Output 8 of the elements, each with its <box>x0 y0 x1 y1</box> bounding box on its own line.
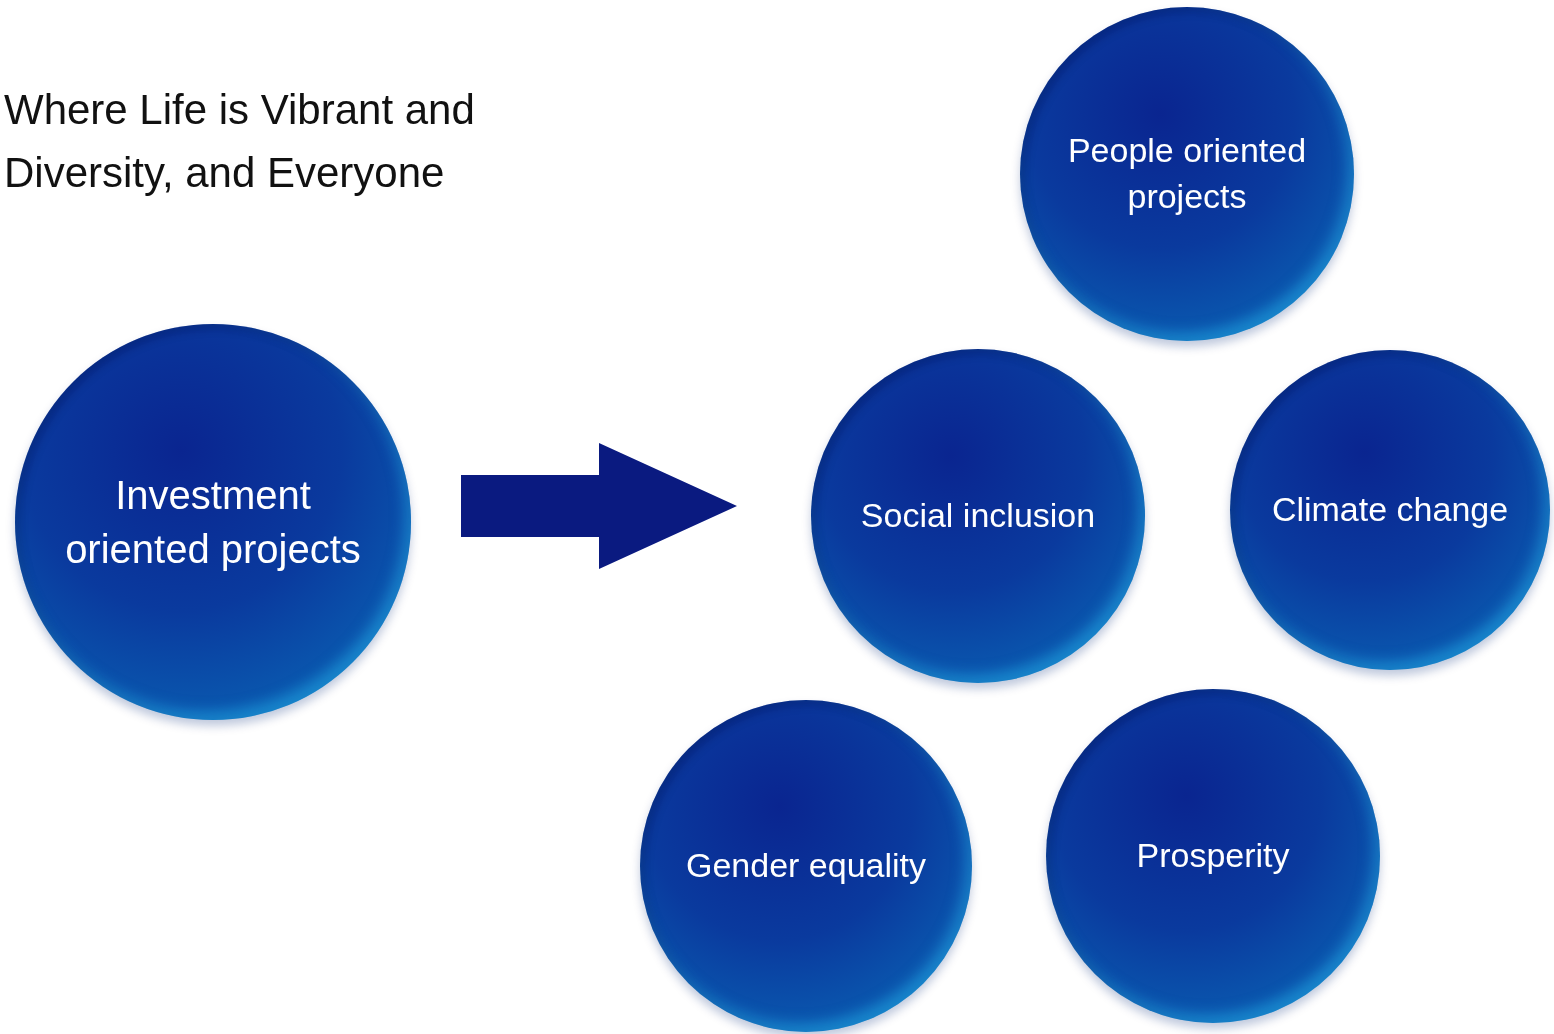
node-label: Investment oriented projects <box>64 472 362 573</box>
node-label: Climate change <box>1270 489 1510 531</box>
node-label: Social inclusion <box>859 495 1097 537</box>
block-arrow <box>461 443 737 569</box>
node-label: Gender equality <box>684 845 927 887</box>
node-label: Prosperity <box>1135 835 1291 877</box>
heading-text: Where Life is Vibrant and Diversity, and Everyone <box>4 85 476 198</box>
node-label: People oriented projects <box>1066 130 1308 217</box>
